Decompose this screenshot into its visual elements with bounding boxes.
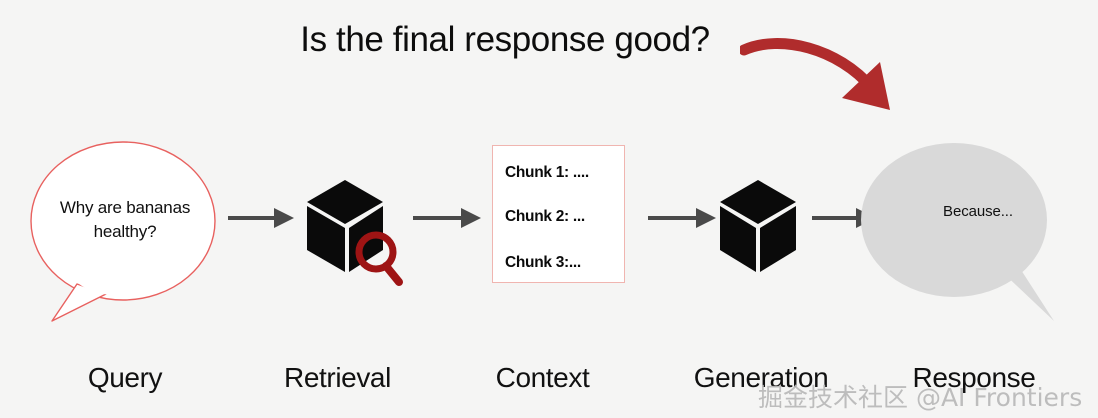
chunk-line-1: Chunk 1: .... <box>505 164 589 181</box>
cube-shape <box>307 180 383 272</box>
cube-with-magnifier-icon <box>307 180 403 286</box>
stage-label-query: Query <box>87 362 163 393</box>
magnifier-shape <box>355 231 403 286</box>
stage-label-retrieval: Retrieval <box>284 362 391 393</box>
query-bubble-text: Why are bananas healthy? <box>40 196 210 244</box>
query-text-line2: healthy? <box>93 222 157 241</box>
stage-label-generation: Generation <box>693 362 829 393</box>
curved-annotation-arrow-icon <box>740 38 890 110</box>
cube-icon <box>720 180 796 272</box>
query-speech-bubble <box>30 141 216 322</box>
response-speech-bubble <box>861 143 1054 321</box>
flow-arrow-retrieval-to-context <box>413 208 481 228</box>
stage-label-context: Context <box>495 362 590 393</box>
stage-label-response: Response <box>912 362 1036 393</box>
page-title: Is the final response good? <box>300 20 710 59</box>
watermark-text: 掘金技术社区 @AI Frontiers <box>758 383 1083 412</box>
flow-arrow-query-to-retrieval <box>228 208 294 228</box>
response-bubble-text: Because... <box>943 203 1013 220</box>
query-text-line1: Why are bananas <box>59 198 191 217</box>
chunk-line-3: Chunk 3:... <box>505 254 581 271</box>
context-chunk-box: Chunk 1: .... Chunk 2: ... Chunk 3:... <box>492 145 625 283</box>
chunk-line-2: Chunk 2: ... <box>505 208 585 225</box>
flow-arrow-context-to-generation <box>648 208 716 228</box>
